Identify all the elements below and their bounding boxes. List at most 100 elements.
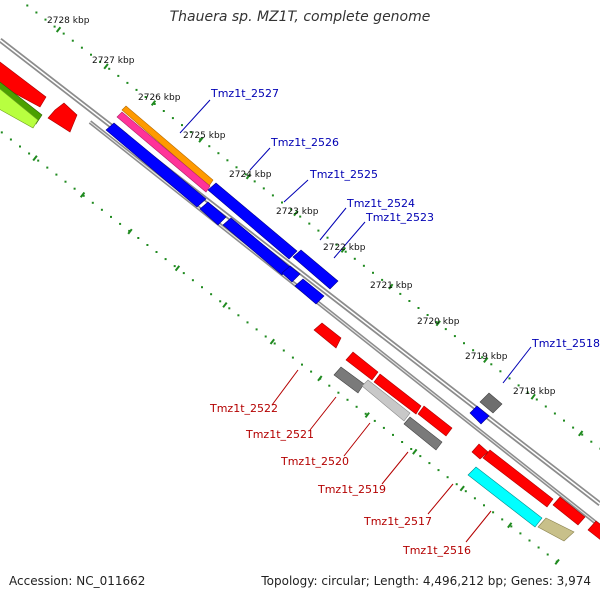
tick-dot — [392, 433, 394, 436]
tick-dot — [226, 159, 229, 162]
pointer-2525 — [283, 179, 309, 203]
tick-mark — [554, 558, 560, 565]
tick-dot — [544, 405, 547, 408]
gene-tmz1t-2517[interactable] — [467, 466, 543, 528]
label-tmz1t-2525[interactable]: Tmz1t_2525 — [309, 168, 378, 181]
pointer-2518 — [502, 346, 532, 384]
gene-red-2517-long[interactable] — [482, 449, 554, 508]
tick-dot — [246, 321, 249, 324]
tick-dot — [191, 279, 194, 282]
tick-dot — [499, 370, 502, 373]
backbone-highlight — [0, 39, 600, 505]
tick-dot — [362, 264, 365, 267]
tick-dot — [437, 469, 440, 472]
label-tmz1t-2524[interactable]: Tmz1t_2524 — [346, 197, 415, 210]
tick-dot — [428, 462, 431, 465]
gene-blue-small-1[interactable] — [199, 201, 227, 226]
tick-dot — [255, 328, 258, 331]
tick-dot — [535, 398, 538, 401]
gene-tmz1t-2518[interactable] — [469, 405, 490, 425]
gene-blue-small-3[interactable] — [294, 278, 325, 305]
label-tmz1t-2517[interactable]: Tmz1t_2517 — [363, 515, 432, 528]
pointer-2522 — [271, 369, 299, 406]
tick-dot — [446, 476, 449, 479]
tick-dot — [410, 448, 413, 450]
tick-dot — [308, 222, 311, 225]
gene-tmz1t-2526[interactable] — [105, 122, 207, 208]
label-tmz1t-2518[interactable]: Tmz1t_2518 — [531, 337, 600, 350]
tick-dot — [73, 187, 76, 190]
tick-dot — [237, 314, 240, 317]
tick-dot — [492, 511, 495, 514]
tick-mark — [127, 228, 133, 235]
tick-dot — [55, 173, 58, 176]
gene-red-left-1[interactable] — [0, 61, 47, 108]
tick-dot — [399, 292, 402, 295]
tick-dot — [82, 194, 85, 197]
tick-dot — [181, 124, 183, 127]
pointer-2523 — [333, 221, 366, 259]
gene-grey-2518-area[interactable] — [479, 392, 503, 414]
gene-tmz1t-2525[interactable] — [207, 182, 298, 260]
gene-red-small-rev[interactable] — [313, 322, 342, 349]
tick-mark — [150, 100, 157, 107]
gene-tmz1t-2520[interactable] — [361, 379, 411, 422]
tick-dot — [0, 131, 3, 134]
gene-red-right-edge[interactable] — [587, 520, 600, 541]
kbp-label-2721: 2721 kbp — [370, 281, 413, 291]
label-tmz1t-2527[interactable]: Tmz1t_2527 — [210, 87, 279, 100]
tick-dot — [182, 272, 185, 275]
tick-dot — [337, 391, 340, 394]
tick-mark — [364, 412, 370, 419]
tick-dot — [581, 433, 584, 436]
gene-red-left-small[interactable] — [47, 102, 78, 133]
gene-tmz1t-2516[interactable] — [537, 517, 575, 542]
label-tmz1t-2516[interactable]: Tmz1t_2516 — [402, 544, 471, 557]
label-tmz1t-2522[interactable]: Tmz1t_2522 — [209, 402, 278, 415]
kbp-label-2720: 2720 kbp — [417, 317, 460, 327]
tick-mark — [412, 448, 418, 455]
tick-dot — [317, 229, 320, 232]
gene-tmz1t-2527-pink[interactable] — [116, 111, 211, 193]
kbp-label-2719: 2719 kbp — [465, 352, 508, 362]
tick-dot — [546, 553, 549, 556]
gene-tmz1t-2519-red[interactable] — [373, 373, 422, 415]
gene-tmz1t-2522[interactable] — [345, 351, 379, 381]
tick-dot — [563, 419, 565, 422]
label-tmz1t-2521[interactable]: Tmz1t_2521 — [245, 428, 314, 441]
label-tmz1t-2520[interactable]: Tmz1t_2520 — [280, 455, 349, 468]
gene-lime-left[interactable] — [0, 88, 39, 129]
gene-red-mid[interactable] — [417, 405, 453, 437]
tick-dot — [364, 412, 367, 415]
tick-dot — [201, 286, 203, 289]
tick-dot — [483, 504, 485, 507]
pointer-2526 — [249, 147, 271, 171]
tick-mark — [222, 301, 228, 308]
tick-mark — [459, 485, 465, 492]
pointer-2519 — [381, 451, 409, 485]
label-tmz1t-2526[interactable]: Tmz1t_2526 — [270, 136, 339, 149]
label-tmz1t-2523[interactable]: Tmz1t_2523 — [365, 211, 434, 224]
gene-red-right-1[interactable] — [552, 496, 586, 526]
tick-dot — [162, 110, 165, 112]
tick-dot — [355, 405, 358, 408]
gene-tmz1t-2519[interactable] — [403, 416, 443, 451]
gene-blue-small-2[interactable] — [281, 265, 301, 283]
backbone — [0, 38, 600, 506]
tick-dot — [291, 356, 294, 359]
tick-dot — [128, 229, 131, 232]
gene-darkgreen-left[interactable] — [0, 81, 43, 125]
tick-mark — [245, 173, 251, 180]
tick-dot — [64, 180, 67, 183]
tick-dot — [271, 194, 274, 197]
tick-dot — [419, 455, 422, 458]
tick-dot — [426, 314, 429, 316]
gene-tmz1t-2523[interactable] — [292, 249, 339, 290]
backbone-lower — [88, 120, 600, 528]
gene-tmz1t-2521[interactable] — [333, 366, 365, 394]
tick-dot — [372, 271, 374, 274]
label-tmz1t-2519[interactable]: Tmz1t_2519 — [317, 483, 386, 496]
tick-dot — [210, 293, 213, 296]
tick-dot — [464, 490, 467, 493]
tick-mark — [79, 191, 86, 198]
